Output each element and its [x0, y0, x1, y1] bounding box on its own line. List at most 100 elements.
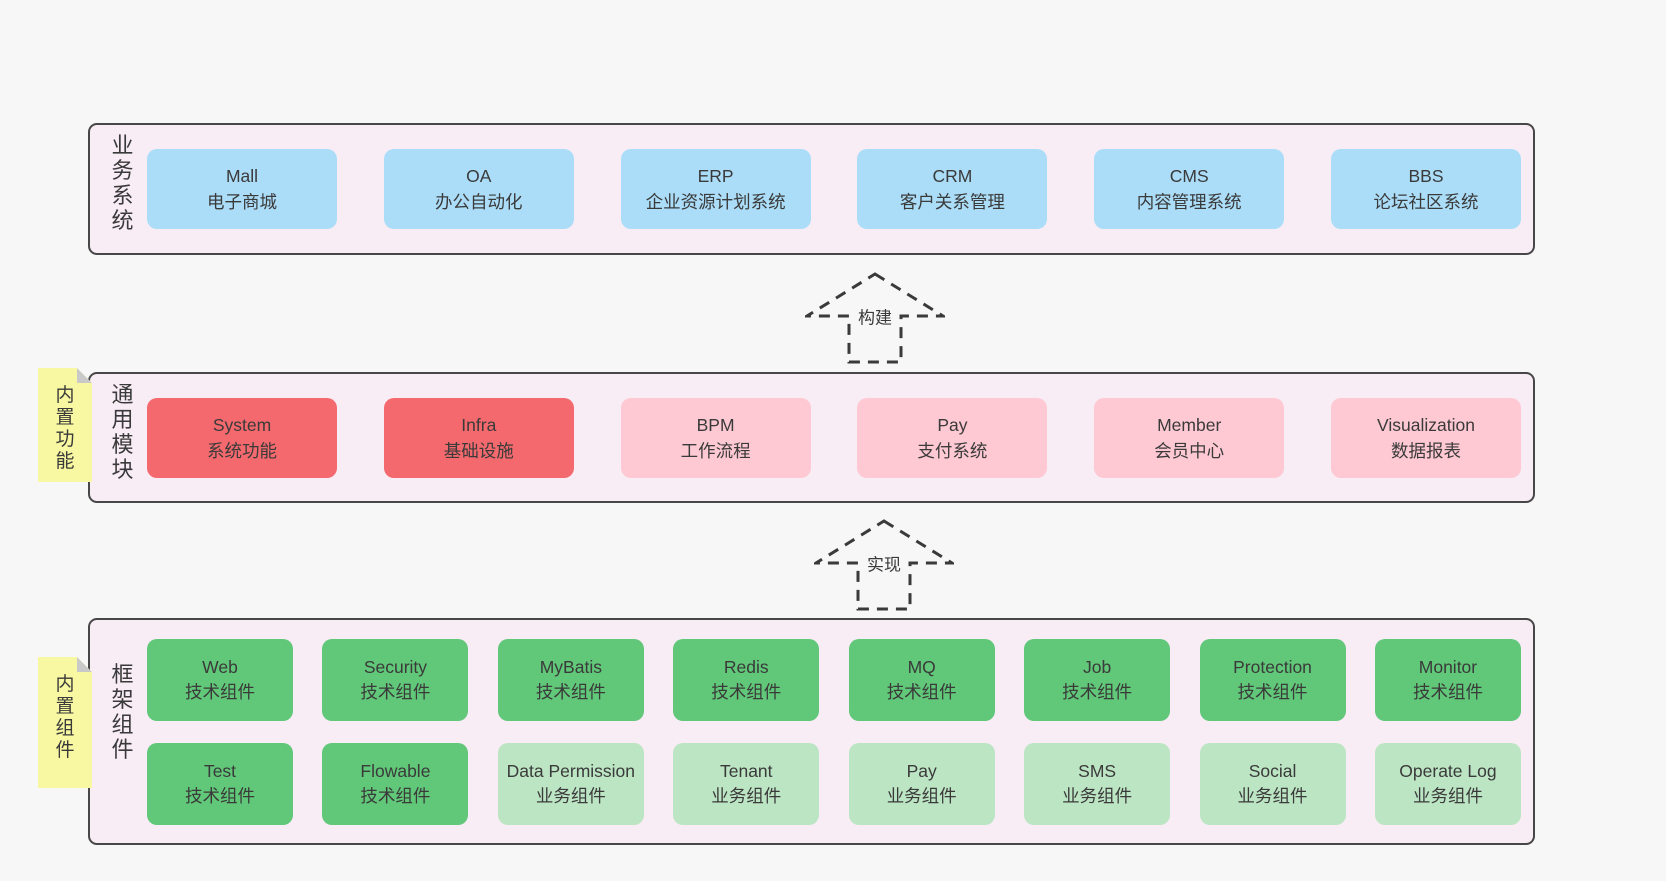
layer-label-text: 业务系统: [111, 133, 135, 233]
up-arrow-icon: [805, 272, 945, 364]
node-title: Monitor: [1418, 656, 1478, 677]
node-subtitle: 数据报表: [1390, 440, 1461, 461]
node-title: BPM: [696, 414, 735, 435]
node-subtitle: 企业资源计划系统: [645, 192, 786, 212]
layer-common-modules: 通用模块 System 系统功能 Infra 基础设施 BPM 工作流程 Pay…: [88, 372, 1535, 503]
up-arrow-icon: [814, 519, 954, 611]
node-subtitle: 技术组件: [1237, 681, 1308, 702]
node-security: Security 技术组件: [322, 638, 469, 721]
node-title: CRM: [932, 166, 973, 186]
note-text: 内置组件: [55, 674, 75, 761]
node-tenant: Tenant 业务组件: [673, 742, 820, 825]
node-infra: Infra 基础设施: [383, 397, 574, 478]
node-title: Tenant: [719, 760, 773, 781]
implement-arrow: 实现: [814, 518, 954, 612]
node-subtitle: 技术组件: [711, 681, 782, 702]
node-data-permission: Data Permission 业务组件: [497, 742, 644, 825]
component-row-2: Test 技术组件 Flowable 技术组件 Data Permission …: [147, 742, 1521, 825]
node-subtitle: 电子商城: [207, 192, 277, 212]
build-arrow-label: 构建: [853, 302, 897, 330]
node-title: Protection: [1233, 656, 1312, 677]
sticky-note-builtin-functions: 内置功能: [38, 368, 92, 482]
node-subtitle: 业务组件: [711, 785, 782, 806]
node-title: Security: [363, 656, 428, 677]
node-title: MQ: [907, 656, 936, 677]
node-subtitle: 客户关系管理: [899, 192, 1005, 212]
node-subtitle: 支付系统: [917, 440, 988, 461]
node-pay-module: Pay 支付系统: [857, 397, 1048, 478]
layer-label-modules: 通用模块: [90, 374, 147, 501]
node-subtitle: 技术组件: [360, 785, 431, 806]
node-title: CMS: [1169, 166, 1209, 186]
node-system: System 系统功能: [147, 397, 337, 478]
node-title: Pay: [937, 414, 968, 435]
node-test: Test 技术组件: [147, 742, 293, 825]
node-title: OA: [466, 166, 492, 186]
module-boxes-row: System 系统功能 Infra 基础设施 BPM 工作流程 Pay 支付系统…: [147, 374, 1533, 501]
node-title: Redis: [723, 656, 769, 677]
node-subtitle: 系统功能: [207, 440, 277, 461]
node-title: Mall: [225, 166, 259, 186]
node-title: BBS: [1408, 166, 1444, 186]
node-subtitle: 业务组件: [1237, 785, 1308, 806]
node-oa: OA 办公自动化: [383, 149, 574, 229]
layer-label-text: 通用模块: [111, 382, 135, 482]
node-title: SMS: [1078, 760, 1117, 781]
node-subtitle: 业务组件: [1412, 785, 1483, 806]
layer-label-components: 框架组件: [90, 620, 147, 843]
node-social: Social 业务组件: [1199, 742, 1346, 825]
node-subtitle: 业务组件: [1062, 785, 1133, 806]
component-row-1: Web 技术组件 Security 技术组件 MyBatis 技术组件 Redi…: [147, 638, 1521, 721]
node-erp: ERP 企业资源计划系统: [620, 149, 811, 229]
node-title: Pay: [906, 760, 937, 781]
node-subtitle: 业务组件: [535, 785, 606, 806]
node-title: Social: [1248, 760, 1297, 781]
node-title: System: [212, 414, 272, 435]
node-subtitle: 技术组件: [1412, 681, 1483, 702]
node-subtitle: 内容管理系统: [1136, 192, 1242, 212]
build-arrow: 构建: [805, 271, 945, 365]
node-job: Job 技术组件: [1024, 638, 1171, 721]
node-subtitle: 技术组件: [360, 681, 431, 702]
node-title: Data Permission: [506, 760, 636, 781]
node-bpm: BPM 工作流程: [620, 397, 811, 478]
layer-framework-components: 框架组件 Web 技术组件 Security 技术组件 MyBatis 技术组件…: [88, 618, 1535, 845]
node-subtitle: 技术组件: [535, 681, 606, 702]
node-subtitle: 业务组件: [886, 785, 957, 806]
node-redis: Redis 技术组件: [673, 638, 820, 721]
node-flowable: Flowable 技术组件: [322, 742, 469, 825]
node-title: Test: [203, 760, 237, 781]
node-title: ERP: [697, 166, 734, 186]
node-subtitle: 技术组件: [185, 681, 255, 702]
implement-arrow-label: 实现: [862, 549, 906, 577]
node-title: Infra: [461, 414, 497, 435]
node-mybatis: MyBatis 技术组件: [497, 638, 644, 721]
node-subtitle: 基础设施: [443, 440, 514, 461]
node-title: Job: [1083, 656, 1112, 677]
node-subtitle: 技术组件: [1062, 681, 1133, 702]
node-member: Member 会员中心: [1094, 397, 1285, 478]
layer-label-text: 框架组件: [111, 662, 135, 762]
layer-business-systems: 业务系统 Mall 电子商城 OA 办公自动化 ERP 企业资源计划系统 CRM…: [88, 123, 1535, 255]
node-title: Operate Log: [1399, 760, 1497, 781]
node-monitor: Monitor 技术组件: [1374, 638, 1521, 721]
component-rows: Web 技术组件 Security 技术组件 MyBatis 技术组件 Redi…: [147, 620, 1533, 843]
node-mall: Mall 电子商城: [147, 149, 337, 229]
node-subtitle: 论坛社区系统: [1373, 192, 1479, 212]
node-mq: MQ 技术组件: [848, 638, 995, 721]
layer-label-business: 业务系统: [90, 125, 147, 253]
node-web: Web 技术组件: [147, 638, 293, 721]
node-pay-component: Pay 业务组件: [848, 742, 995, 825]
node-cms: CMS 内容管理系统: [1094, 149, 1285, 229]
node-bbs: BBS 论坛社区系统: [1330, 149, 1521, 229]
node-title: Flowable: [360, 760, 431, 781]
node-sms: SMS 业务组件: [1024, 742, 1171, 825]
business-boxes-row: Mall 电子商城 OA 办公自动化 ERP 企业资源计划系统 CRM 客户关系…: [147, 125, 1533, 253]
node-operate-log: Operate Log 业务组件: [1374, 742, 1521, 825]
node-subtitle: 技术组件: [886, 681, 957, 702]
node-protection: Protection 技术组件: [1199, 638, 1346, 721]
node-subtitle: 办公自动化: [435, 192, 523, 212]
node-title: Member: [1157, 414, 1222, 435]
node-subtitle: 工作流程: [680, 440, 751, 461]
